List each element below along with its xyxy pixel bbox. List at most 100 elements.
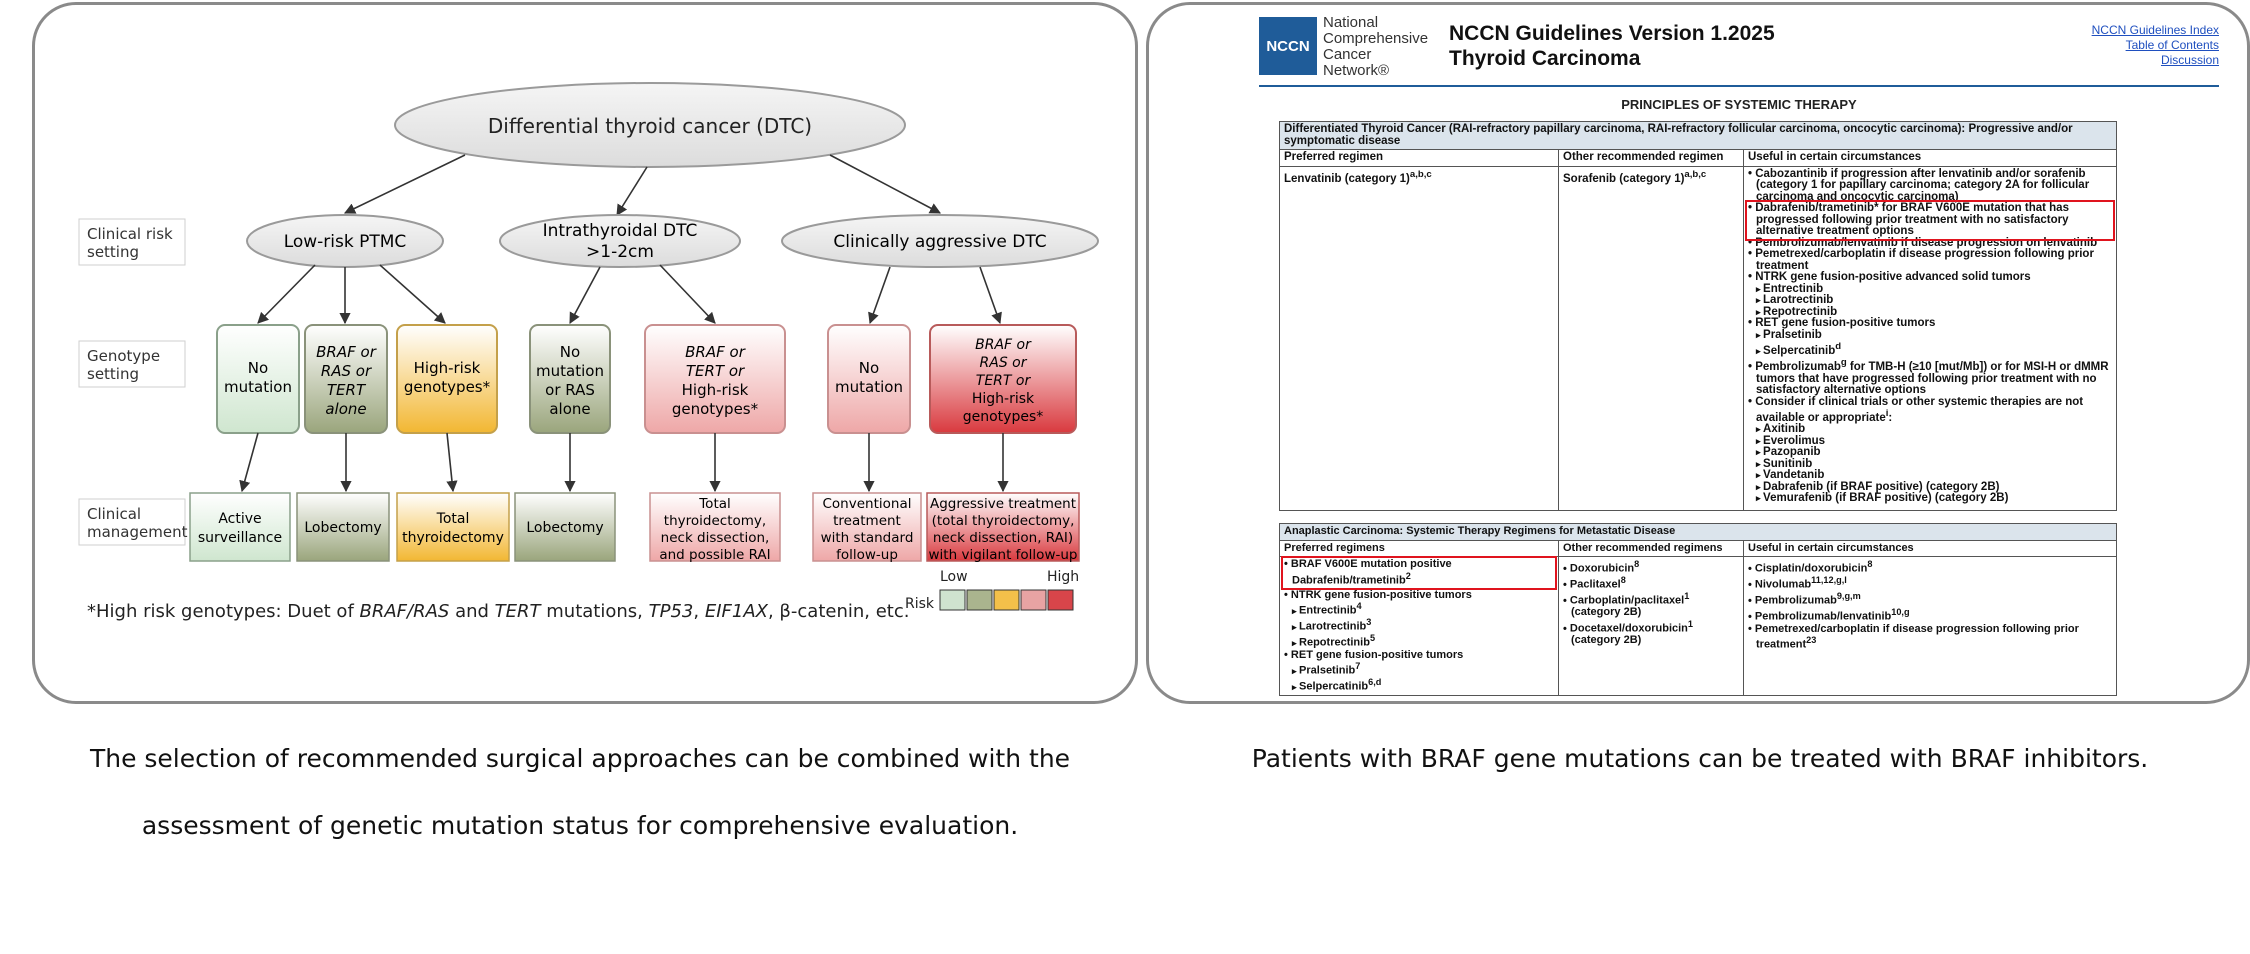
dtc-flowchart: Differential thyroid cancer (DTC) Clinic…	[78, 82, 1099, 622]
category-low-risk-label: Low-risk PTMC	[284, 232, 407, 252]
management-active-surveillance: Active surveillance	[189, 492, 291, 562]
management-total-thyroidectomy: Total thyroidectomy	[396, 492, 510, 562]
genotype-box-aggressive-high-risk: BRAF or RAS or TERT or High-risk genotyp…	[929, 324, 1077, 434]
svg-text:TERT: TERT	[327, 381, 367, 399]
category-intrathyroidal-label: Intrathyroidal DTC	[543, 221, 698, 241]
svg-text:High-risk: High-risk	[682, 381, 749, 399]
right-caption: Patients with BRAF gene mutations can be…	[1251, 744, 2149, 773]
svg-text:Low: Low	[940, 569, 968, 585]
nccn-guideline-panel: NCCN National Comprehensive Cancer Netwo…	[1146, 2, 2250, 704]
management-lobectomy-1: Lobectomy	[296, 492, 390, 562]
svg-text:alone: alone	[325, 400, 366, 418]
genotype-box-no-mutation-1: No mutation	[216, 324, 300, 434]
genotype-box-no-mutation-2: No mutation	[827, 324, 911, 434]
svg-text:Total: Total	[698, 496, 731, 512]
category-clinically-aggressive-dtc	[781, 214, 1099, 268]
dtc-useful-cell: Cabozantinib if progression after lenvat…	[1743, 165, 2117, 511]
dtc-root-node	[394, 82, 906, 168]
link-discussion[interactable]: Discussion	[2160, 53, 2219, 67]
risk-legend: Low High Risk	[905, 569, 1079, 612]
svg-text:Genotype: Genotype	[87, 347, 160, 365]
anaplastic-header-preferred: Preferred regimens	[1279, 539, 1559, 557]
guideline-title: NCCN Guidelines Version 1.2025 Thyroid C…	[1449, 22, 1775, 70]
management-conventional-treatment: Conventional treatment with standard fol…	[812, 492, 922, 563]
high-risk-footnote: *High risk genotypes: Duet of BRAF/RAS a…	[87, 601, 909, 622]
category-arrows	[257, 264, 1002, 325]
category-intrathyroidal-dtc	[499, 214, 741, 268]
svg-text:Total: Total	[436, 511, 470, 527]
risk-swatch-5	[1047, 589, 1074, 611]
genotype-arrows	[239, 432, 1009, 493]
svg-text:mutation: mutation	[224, 378, 292, 396]
svg-text:High: High	[1047, 569, 1079, 585]
svg-text:neck dissection, RAI): neck dissection, RAI)	[933, 530, 1073, 546]
dtc-root-label: Differential thyroid cancer (DTC)	[488, 114, 812, 138]
dtc-preferred-cell: Lenvatinib (category 1)a,b,c	[1279, 165, 1559, 511]
svg-text:High-risk: High-risk	[972, 391, 1035, 407]
svg-text:BRAF or: BRAF or	[685, 343, 746, 361]
svg-text:or RAS: or RAS	[545, 381, 595, 399]
header-divider	[1259, 85, 2219, 87]
svg-text:thyroidectomy,: thyroidectomy,	[664, 513, 766, 529]
svg-text:Active: Active	[218, 511, 261, 527]
svg-text:follow-up: follow-up	[836, 547, 898, 563]
svg-text:thyroidectomy: thyroidectomy	[402, 530, 504, 546]
management-total-thyroidectomy-neck-dissection: Total thyroidectomy, neck dissection, an…	[649, 492, 781, 563]
dtc-therapy-table: Differentiated Thyroid Cancer (RAI-refra…	[1279, 121, 2117, 511]
svg-text:genotypes*: genotypes*	[963, 409, 1044, 425]
row-label-clinical-risk: Clinical risk setting	[78, 218, 186, 266]
svg-text:neck dissection,: neck dissection,	[661, 530, 770, 546]
risk-swatch-1	[939, 589, 966, 611]
anaplastic-header-useful: Useful in certain circumstances	[1743, 539, 2117, 557]
link-table-of-contents[interactable]: Table of Contents	[2125, 38, 2219, 52]
nccn-logo: NCCN	[1259, 17, 1317, 75]
link-guidelines-index[interactable]: NCCN Guidelines Index	[2091, 23, 2219, 37]
category-aggressive-label: Clinically aggressive DTC	[833, 232, 1046, 252]
management-aggressive-treatment: Aggressive treatment (total thyroidectom…	[926, 492, 1080, 563]
anaplastic-useful-cell: Cisplatin/doxorubicin8 Nivolumab11,12,g,…	[1743, 555, 2117, 697]
dtc-other-cell: Sorafenib (category 1)a,b,c	[1558, 165, 1744, 511]
svg-text:Aggressive treatment: Aggressive treatment	[930, 496, 1076, 512]
anaplastic-preferred-cell: BRAF V600E mutation positiveDabrafenib/t…	[1279, 555, 1559, 697]
anaplastic-therapy-table: Anaplastic Carcinoma: Systemic Therapy R…	[1279, 523, 2117, 697]
svg-text:genotypes*: genotypes*	[672, 400, 759, 418]
svg-text:mutation: mutation	[536, 362, 604, 380]
svg-text:RAS or: RAS or	[321, 362, 372, 380]
risk-swatch-2	[966, 589, 993, 611]
svg-text:BRAF or: BRAF or	[316, 343, 377, 361]
svg-text:Risk: Risk	[905, 596, 935, 612]
genotype-box-braf-ras-tert: BRAF or RAS or TERT alone	[304, 324, 388, 434]
nccn-header: NCCN National Comprehensive Cancer Netwo…	[1259, 15, 2219, 87]
svg-text:BRAF or: BRAF or	[975, 337, 1032, 353]
svg-text:with vigilant follow-up: with vigilant follow-up	[929, 547, 1078, 563]
svg-text:and possible RAI: and possible RAI	[659, 547, 770, 563]
section-title: PRINCIPLES OF SYSTEMIC THERAPY	[1621, 97, 1857, 112]
guideline-links: NCCN Guidelines Index Table of Contents …	[2092, 23, 2219, 68]
svg-text:Lobectomy: Lobectomy	[526, 520, 603, 536]
svg-text:No: No	[859, 359, 879, 377]
dtc-table-title: Differentiated Thyroid Cancer (RAI-refra…	[1279, 121, 2117, 150]
root-arrows	[343, 154, 941, 216]
svg-text:management: management	[87, 523, 188, 541]
genotype-box-braf-tert-high-risk: BRAF or TERT or High-risk genotypes*	[644, 324, 786, 434]
genotype-box-high-risk-1: High-risk genotypes*	[396, 324, 498, 434]
dtc-header-preferred: Preferred regimen	[1279, 149, 1559, 167]
left-caption: The selection of recommended surgical ap…	[89, 744, 1071, 840]
genotype-box-no-mutation-ras: No mutation or RAS alone	[529, 324, 611, 434]
risk-swatch-4	[1020, 589, 1047, 611]
svg-text:Conventional: Conventional	[823, 496, 912, 512]
svg-text:High-risk: High-risk	[414, 359, 481, 377]
anaplastic-header-other: Other recommended regimens	[1558, 539, 1744, 557]
risk-swatch-3	[993, 589, 1020, 611]
svg-text:setting: setting	[87, 365, 139, 383]
svg-text:No: No	[248, 359, 268, 377]
svg-text:(total thyroidectomy,: (total thyroidectomy,	[932, 513, 1075, 529]
dtc-diagram-panel: Differential thyroid cancer (DTC) Clinic…	[32, 2, 1138, 704]
svg-text:Clinical: Clinical	[87, 505, 141, 523]
svg-text:setting: setting	[87, 243, 139, 261]
svg-text:mutation: mutation	[835, 378, 903, 396]
row-label-genotype: Genotype setting	[78, 340, 186, 388]
row-label-management: Clinical management	[78, 498, 188, 546]
svg-text:Clinical risk: Clinical risk	[87, 225, 173, 243]
svg-text:surveillance: surveillance	[198, 530, 282, 546]
